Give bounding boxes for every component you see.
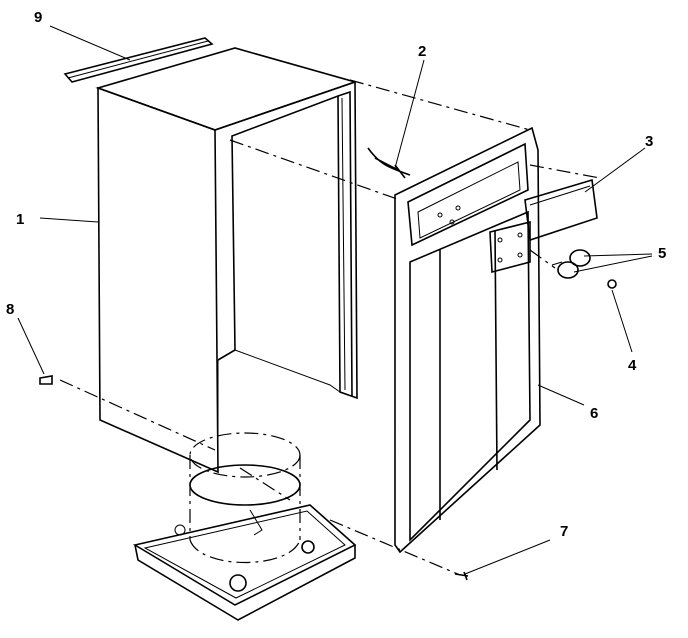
callout-4: 4 — [628, 357, 637, 374]
part-3-control-cover — [524, 178, 598, 242]
base-pan-and-compressor — [132, 432, 357, 621]
callout-9: 9 — [34, 9, 42, 26]
callout-7: 7 — [560, 523, 568, 540]
leader-lines — [17, 25, 653, 575]
callout-2: 2 — [418, 43, 426, 60]
part-5-control-knobs — [551, 249, 591, 279]
part-1-cabinet-sleeve — [95, 47, 358, 474]
part-6-front-grille-panel — [394, 126, 541, 554]
callout-1: 1 — [16, 211, 24, 228]
part-4-screw — [607, 279, 617, 289]
callout-5: 5 — [658, 245, 666, 262]
part-8-screw — [39, 375, 53, 385]
alignment-lines — [59, 79, 601, 576]
callout-6: 6 — [590, 405, 598, 422]
part-7-screw — [454, 571, 469, 581]
callout-8: 8 — [6, 301, 14, 318]
callout-3: 3 — [645, 133, 653, 150]
part-9-top-trim-strip — [63, 37, 214, 83]
part-2-wire-lead — [367, 147, 411, 179]
